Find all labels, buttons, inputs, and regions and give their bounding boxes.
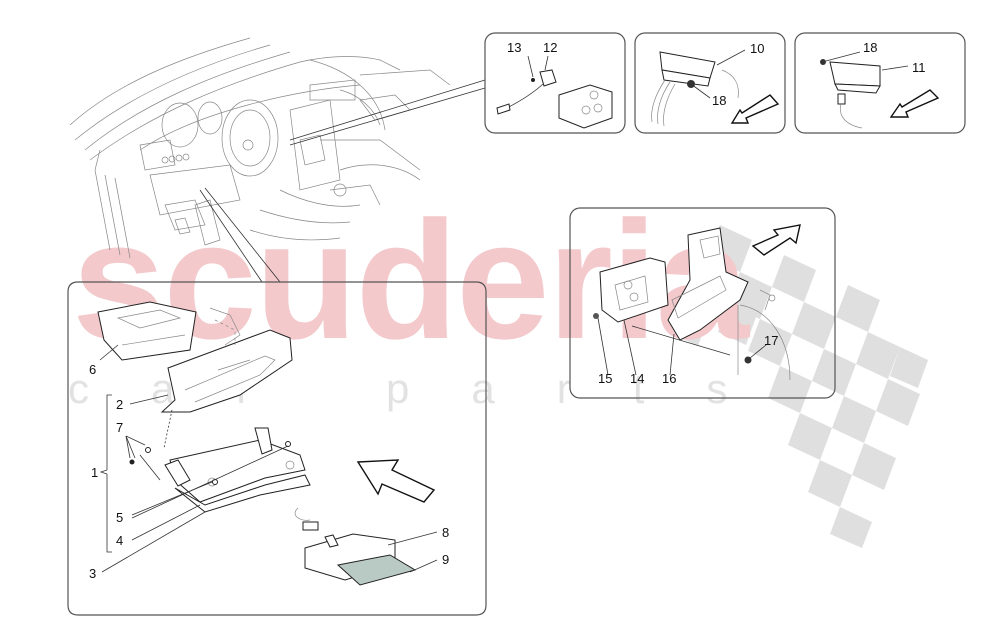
arrow-down-left-icon [730, 94, 780, 124]
arrow-up-left-icon [356, 459, 436, 503]
inset-switch-box [484, 32, 626, 134]
callout-2: 2 [116, 397, 123, 412]
callout-6: 6 [89, 362, 96, 377]
callout-16: 16 [662, 371, 676, 386]
inset-module-10-box [634, 32, 786, 134]
callout-18-module-11: 18 [863, 40, 877, 55]
callout-11: 11 [912, 60, 926, 75]
callout-18-module-10: 18 [712, 93, 726, 108]
callout-15: 15 [598, 371, 612, 386]
callout-14: 14 [630, 371, 644, 386]
car-interior-sketch [69, 37, 451, 259]
callout-4: 4 [116, 533, 123, 548]
callout-17: 17 [764, 333, 778, 348]
inset-module-11-box [794, 32, 966, 134]
callout-8: 8 [442, 525, 449, 540]
callout-10: 10 [750, 41, 764, 56]
callout-7: 7 [116, 420, 123, 435]
callout-3: 3 [89, 566, 96, 581]
callout-5: 5 [116, 510, 123, 525]
arrow-up-right-icon [751, 224, 801, 256]
callout-9: 9 [442, 552, 449, 567]
inset-glovebox-box [67, 281, 487, 616]
leader-to-switch-inset [289, 79, 486, 146]
arrow-down-left-icon [889, 89, 940, 118]
leader-to-glovebox-inset [199, 187, 281, 283]
callout-13: 13 [507, 40, 521, 55]
inset-ecu-box [569, 207, 836, 399]
callout-12: 12 [543, 40, 557, 55]
callout-1: 1 [91, 465, 98, 480]
